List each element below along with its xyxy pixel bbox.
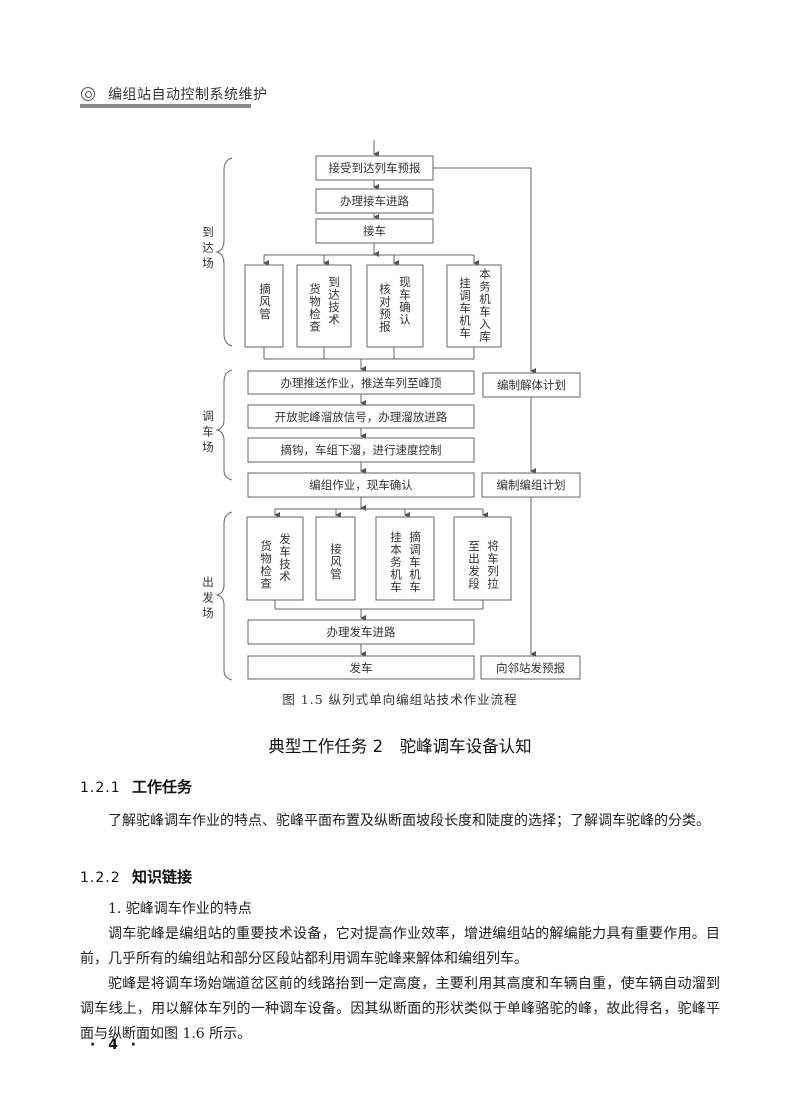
paragraph: 调车驼峰是编组站的重要技术设备，它对提高作业效率，增进编组站的解编能力具有重要作… — [80, 926, 720, 967]
vertical-label-column: 本务机车入库 — [478, 268, 492, 343]
side-plan-label: 编制解体计划 — [497, 378, 566, 392]
flow-parallel-box — [375, 516, 435, 601]
flow-step-box — [247, 437, 475, 463]
flow-parallel-box — [244, 264, 284, 348]
flow-parallel-box — [315, 516, 356, 601]
zone-label-char: 到 — [201, 226, 215, 242]
subheading: 1. 驼峰调车作业的特点 — [108, 901, 252, 917]
section-title: 知识链接 — [132, 868, 193, 886]
flow-step-box — [247, 619, 475, 645]
flow-step-box — [315, 188, 434, 214]
flow-step-label: 摘钩，车组下溜，进行速度控制 — [281, 443, 442, 457]
side-plan-label: 向邻站发预报 — [496, 661, 565, 675]
side-plan-box — [480, 655, 581, 680]
section-title: 工作任务 — [132, 778, 193, 796]
side-plan-label: 编制编组计划 — [497, 478, 566, 492]
zone-label-arrival: 到达场 — [201, 226, 215, 273]
side-plan-box — [481, 472, 581, 498]
flow-parallel-box — [296, 264, 352, 348]
flow-parallel-box — [446, 264, 502, 348]
zone-label-char: 场 — [201, 441, 215, 457]
flow-step-box — [315, 218, 434, 244]
task-paragraph-block: 了解驼峰调车作业的特点、驼峰平面布置及纵断面坡段长度和陡度的选择；了解调车驼峰的… — [80, 809, 720, 834]
vertical-label-column: 接风管 — [329, 543, 343, 581]
flow-step-label: 办理发车进路 — [327, 625, 396, 639]
bullseye-icon — [81, 87, 95, 101]
zone-label-char: 达 — [201, 241, 215, 258]
flow-step-label: 接车 — [363, 224, 386, 238]
zone-brace-arrival — [215, 157, 233, 347]
flowchart-figure: 接受到达列车预报 办理接车进路 接车 办理推送作业，推送车列至峰顶 开放驼峰溜放… — [215, 140, 581, 681]
zone-label-departure: 出发场 — [201, 576, 215, 623]
vertical-label-column: 发车技术 — [278, 533, 292, 583]
section-heading-knowledge: 1.2.2 知识链接 — [80, 866, 192, 887]
zone-brace-hump — [215, 369, 233, 481]
flow-step-label: 开放驼峰溜放信号，办理溜放进路 — [275, 410, 448, 424]
knowledge-body: 1. 驼峰调车作业的特点 调车驼峰是编组站的重要技术设备，它对提高作业效率，增进… — [80, 897, 720, 1047]
vertical-label-column: 摘风管 — [258, 283, 272, 321]
flow-step-box — [247, 655, 475, 680]
section-number: 1.2.2 — [80, 870, 121, 886]
zone-label-char: 场 — [201, 607, 215, 623]
vertical-label-column: 至出发段 — [467, 540, 481, 590]
vertical-label-column: 将车列拉 — [486, 540, 500, 590]
zone-label-char: 发 — [201, 591, 215, 608]
paragraph: 了解驼峰调车作业的特点、驼峰平面布置及纵断面坡段长度和陡度的选择；了解调车驼峰的… — [108, 813, 710, 829]
vertical-label-column: 货物检查 — [308, 283, 322, 333]
header-rule — [80, 104, 251, 108]
flow-step-label: 编组作业，现车确认 — [309, 478, 413, 492]
section-heading-work-task: 1.2.1 工作任务 — [80, 776, 192, 797]
vertical-label-column: 货物检查 — [259, 540, 273, 590]
vertical-label-column: 现车确认 — [398, 276, 412, 326]
zone-label-hump: 调车场 — [201, 410, 215, 457]
running-header-title: 编组站自动控制系统维护 — [108, 87, 268, 103]
vertical-label-column: 挂调车机车 — [458, 277, 472, 340]
side-plan-box — [482, 372, 581, 398]
section-number: 1.2.1 — [80, 780, 121, 796]
vertical-label-column: 核对预报 — [378, 283, 392, 333]
figure-caption: 图 1.5 纵列式单向编组站技术作业流程 — [282, 692, 518, 707]
flow-step-box — [247, 472, 475, 498]
vertical-label-column: 摘调车机车 — [408, 531, 422, 594]
task-title: 典型工作任务 2 驼峰调车设备认知 — [268, 737, 532, 756]
vertical-label-column: 到达技术 — [327, 276, 341, 326]
flow-step-label: 办理接车进路 — [340, 194, 409, 208]
zone-label-char: 车 — [201, 425, 215, 442]
paragraph: 驼峰是将调车场始端道岔区前的线路抬到一定高度，主要利用其高度和车辆自重，使车辆自… — [80, 976, 720, 1042]
flow-parallel-box — [246, 516, 304, 601]
zone-label-char: 出 — [201, 576, 215, 592]
flow-step-label: 接受到达列车预报 — [329, 161, 421, 175]
zone-brace-departure — [215, 511, 233, 681]
flow-parallel-box — [453, 516, 512, 601]
page-number: · 4 · — [90, 1037, 141, 1053]
flow-step-label: 办理推送作业，推送车列至峰顶 — [281, 376, 442, 390]
side-connector — [433, 167, 536, 374]
flow-parallel-box — [366, 264, 424, 348]
zone-label-char: 场 — [201, 257, 215, 273]
zone-label-char: 调 — [201, 410, 215, 426]
flow-step-label: 发车 — [350, 661, 373, 675]
vertical-label-column: 挂本务机车 — [389, 531, 403, 594]
